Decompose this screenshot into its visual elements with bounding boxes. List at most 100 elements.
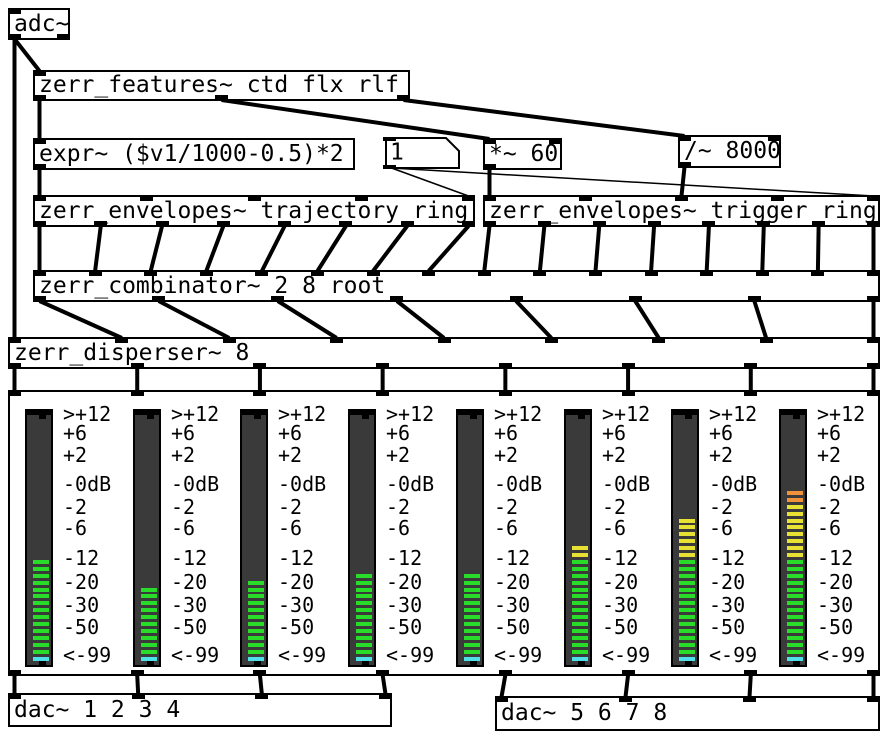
patch-cord[interactable] [514,299,553,340]
inlet-nub[interactable] [8,10,21,14]
outlet-nub[interactable] [744,363,758,367]
inlet-nub[interactable] [222,339,236,343]
inlet-nub[interactable] [867,698,880,702]
inlet-nub[interactable] [477,272,491,276]
patch-cord[interactable] [395,299,446,340]
inlet-nub[interactable] [376,392,390,396]
patch-cord[interactable] [276,299,338,340]
inlet-nub[interactable] [483,140,496,144]
patch-cord[interactable] [371,224,409,273]
outlet-nub[interactable] [8,670,21,674]
object-box-envelopes-trigger[interactable]: zerr_envelopes~ trigger ring [483,195,880,227]
inlet-nub[interactable] [33,140,46,144]
patch-cord[interactable] [752,300,769,339]
inlet-nub[interactable] [255,695,269,699]
inlet-nub[interactable] [199,272,213,276]
outlet-nub[interactable] [867,363,880,367]
inlet-nub[interactable] [621,392,635,396]
patch-cord[interactable] [747,674,753,698]
outlet-nub[interactable] [621,670,635,674]
object-box-expr[interactable]: expr~ ($v1/1000-0.5)*2 [33,138,355,170]
inlet-nub[interactable] [255,272,269,276]
outlet-nub[interactable] [383,165,396,169]
object-box-zerr-features[interactable]: zerr_features~ ctd flx rlf [33,70,410,101]
inlet-nub[interactable] [33,72,46,76]
patch-cord[interactable] [499,674,508,698]
inlet-nub[interactable] [130,392,144,396]
inlet-nub[interactable] [644,272,658,276]
inlet-nub[interactable] [115,339,129,343]
patch-cord[interactable] [204,225,226,272]
outlet-nub[interactable] [33,164,46,168]
inlet-nub[interactable] [768,137,781,141]
patch-cord[interactable] [760,225,766,272]
object-box-combinator[interactable]: zerr_combinator~ 2 8 root [33,270,880,302]
object-box-adc[interactable]: adc~ [8,8,70,40]
outlet-nub[interactable] [57,34,70,38]
patch-cord[interactable] [391,167,469,197]
patch-cord[interactable] [815,225,821,272]
inlet-nub[interactable] [33,272,46,276]
inlet-nub[interactable] [700,272,714,276]
patch-cord[interactable] [38,299,123,340]
inlet-nub[interactable] [811,272,825,276]
outlet-nub[interactable] [592,221,606,225]
patch-cord[interactable] [427,224,470,273]
outlet-nub[interactable] [647,221,661,225]
outlet-nub[interactable] [8,363,21,367]
inlet-nub[interactable] [462,197,475,201]
outlet-nub[interactable] [155,221,169,225]
inlet-nub[interactable] [354,197,368,201]
patch-cord[interactable] [148,225,165,272]
object-box-disperser[interactable]: zerr_disperser~ 8 [8,337,880,369]
patch-cord[interactable] [380,674,388,695]
inlet-nub[interactable] [867,339,880,343]
outlet-nub[interactable] [678,162,691,166]
inlet-nub[interactable] [366,272,380,276]
outlet-nub[interactable] [537,221,551,225]
inlet-nub[interactable] [867,392,880,396]
inlet-nub[interactable] [771,197,784,201]
outlet-nub[interactable] [867,296,880,300]
outlet-nub[interactable] [94,221,108,225]
patch-cord[interactable] [679,166,687,197]
patch-cord[interactable] [93,225,103,272]
outlet-nub[interactable] [33,95,46,99]
outlet-nub[interactable] [33,296,46,300]
inlet-nub[interactable] [533,272,547,276]
outlet-nub[interactable] [271,296,285,300]
outlet-nub[interactable] [278,221,292,225]
inlet-nub[interactable] [311,272,324,276]
outlet-nub[interactable] [483,221,496,225]
object-box-divide[interactable]: /~ 8000 [678,135,781,168]
inlet-nub[interactable] [498,392,512,396]
outlet-nub[interactable] [509,296,523,300]
inlet-nub[interactable] [131,695,145,699]
patch-cord[interactable] [403,98,685,138]
patch-cord[interactable] [221,98,490,141]
outlet-nub[interactable] [339,221,353,225]
inlet-nub[interactable] [8,392,21,396]
object-box-multiply[interactable]: *~ 60 [483,138,562,170]
outlet-nub[interactable] [462,221,475,225]
outlet-nub[interactable] [867,670,880,674]
patch-cord[interactable] [12,37,42,73]
inlet-nub[interactable] [247,197,261,201]
inlet-nub[interactable] [437,339,451,343]
patch-cord[interactable] [649,225,657,272]
patch-cord[interactable] [257,674,264,695]
inlet-nub[interactable] [8,695,21,699]
outlet-nub[interactable] [483,164,496,168]
outlet-nub[interactable] [702,221,716,225]
patch-cord[interactable] [315,224,348,273]
outlet-nub[interactable] [216,221,230,225]
object-box-envelopes-trajectory[interactable]: zerr_envelopes~ trajectory ring [33,195,475,227]
patch-cord[interactable] [260,225,287,272]
outlet-nub[interactable] [33,221,46,225]
inlet-nub[interactable] [579,197,592,201]
inlet-nub[interactable] [589,272,602,276]
inlet-nub[interactable] [675,197,688,201]
patch-cord[interactable] [633,299,661,340]
inlet-nub[interactable] [383,137,396,141]
inlet-nub[interactable] [422,272,436,276]
